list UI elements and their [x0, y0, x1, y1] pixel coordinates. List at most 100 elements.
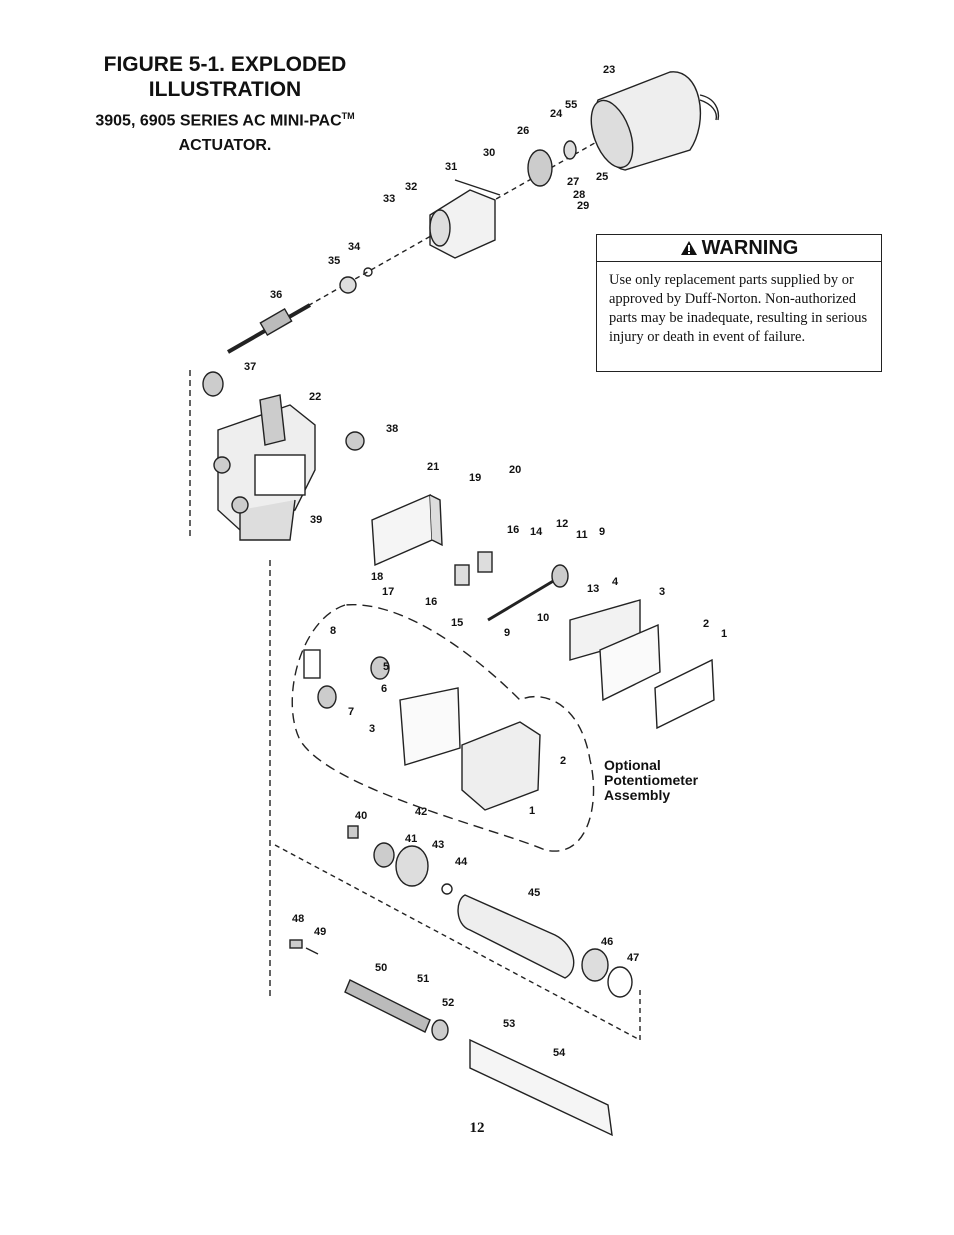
- callout-54: 54: [553, 1047, 566, 1059]
- callout-5: 5: [383, 661, 389, 673]
- screw-part-48: [289, 939, 303, 949]
- figure-title: FIGURE 5-1. EXPLODED ILLUSTRATION 3905, …: [60, 52, 390, 157]
- gear-part-7: [317, 685, 337, 709]
- warning-header: WARNING: [597, 235, 881, 262]
- callout-48: 48: [292, 913, 304, 925]
- gear-part-43: [395, 845, 429, 887]
- bearing-part-46: [581, 948, 609, 982]
- callout-31: 31: [445, 161, 457, 173]
- callout-2: 2: [703, 618, 709, 630]
- callout-52: 52: [442, 997, 454, 1009]
- callout-34: 34: [348, 241, 361, 253]
- optional-label-line-2: Potentiometer: [604, 772, 699, 788]
- ring-part-34: [363, 267, 373, 277]
- callout-labels: 2355242630312527282932333435363722382119…: [244, 64, 727, 1059]
- gear-housing-part: [213, 394, 316, 541]
- callout-36: 36: [270, 289, 282, 301]
- pot-cover-part-2: [461, 721, 541, 811]
- gear-part-5: [370, 656, 390, 680]
- title-line-2: ILLUSTRATION: [148, 78, 302, 101]
- callout-38: 38: [386, 423, 398, 435]
- callout-51: 51: [417, 973, 429, 985]
- switch-part-16b: [477, 551, 493, 573]
- outer-tube-part-45: [457, 894, 575, 979]
- coupling-part: [527, 140, 577, 187]
- cover-gasket-part-3: [599, 623, 661, 702]
- callout-32: 32: [405, 181, 417, 193]
- motor-part: [590, 71, 720, 171]
- callout-1: 1: [529, 805, 535, 817]
- callout-24: 24: [550, 108, 563, 120]
- callout-20: 20: [509, 464, 521, 476]
- optional-label-line-1: Optional: [604, 757, 661, 773]
- page-number: 12: [469, 1120, 485, 1136]
- callout-9: 9: [504, 627, 510, 639]
- callout-9: 9: [599, 526, 605, 538]
- callout-37: 37: [244, 361, 256, 373]
- bracket-part-8: [303, 649, 321, 679]
- optional-label-line-3: Assembly: [604, 787, 670, 803]
- cam-shaft-part: [487, 578, 556, 622]
- callout-2: 2: [560, 755, 566, 767]
- title-line-1: FIGURE 5-1. EXPLODED: [103, 53, 347, 76]
- callout-23: 23: [603, 64, 615, 76]
- callout-11: 11: [576, 529, 588, 541]
- callout-39: 39: [310, 514, 322, 526]
- callout-49: 49: [314, 926, 326, 938]
- callout-28: 28: [573, 189, 585, 201]
- bearing-part-38: [345, 431, 365, 451]
- washer-part-44: [441, 883, 453, 895]
- warning-heading: WARNING: [701, 236, 799, 259]
- callout-16: 16: [425, 596, 437, 608]
- callout-4: 4: [612, 576, 619, 588]
- callout-6: 6: [381, 683, 387, 695]
- title-line-3: 3905, 6905 SERIES AC MINI-PACTM: [95, 111, 355, 130]
- callout-44: 44: [455, 856, 468, 868]
- warning-box: WARNING Use only replacement parts suppl…: [596, 234, 882, 372]
- key-part-40: [347, 825, 359, 839]
- title-line-4: ACTUATOR.: [178, 137, 272, 155]
- worm-shaft-part: [227, 303, 311, 354]
- callout-26: 26: [517, 125, 529, 137]
- switch-part-16a: [454, 564, 470, 586]
- callout-22: 22: [309, 391, 321, 403]
- callout-1: 1: [721, 628, 727, 640]
- callout-29: 29: [577, 200, 589, 212]
- cover-plate-part-2: [654, 658, 715, 730]
- callout-16: 16: [507, 524, 519, 536]
- callout-17: 17: [382, 586, 394, 598]
- callout-13: 13: [587, 583, 599, 595]
- callout-41: 41: [405, 833, 417, 845]
- pot-gasket-part-3: [399, 687, 461, 766]
- callout-25: 25: [596, 171, 608, 183]
- optional-assembly-outline: [291, 604, 595, 852]
- gear-part-13: [551, 564, 569, 588]
- bearing-part-41: [373, 842, 395, 868]
- callout-15: 15: [451, 617, 463, 629]
- adapter-housing-part: [429, 179, 501, 259]
- nut-part-52: [431, 1019, 449, 1041]
- trademark-mark: TM: [341, 111, 355, 121]
- callout-3: 3: [369, 723, 375, 735]
- callout-55: 55: [565, 99, 577, 111]
- pin-part-49: [305, 947, 319, 955]
- warning-triangle-icon: [680, 241, 697, 255]
- callout-27: 27: [567, 176, 579, 188]
- callout-3: 3: [659, 586, 665, 598]
- callout-35: 35: [328, 255, 340, 267]
- axis-line-lower: [274, 844, 641, 1041]
- callout-33: 33: [383, 193, 395, 205]
- callout-42: 42: [415, 806, 427, 818]
- callout-8: 8: [330, 625, 336, 637]
- callout-30: 30: [483, 147, 495, 159]
- callout-7: 7: [348, 706, 354, 718]
- callout-18: 18: [371, 571, 383, 583]
- inner-tube-part-54: [469, 1038, 613, 1137]
- callout-10: 10: [537, 612, 549, 624]
- switch-bracket-part: [371, 493, 443, 567]
- callout-19: 19: [469, 472, 481, 484]
- callout-21: 21: [427, 461, 439, 473]
- callout-53: 53: [503, 1018, 515, 1030]
- warning-text: Use only replacement parts supplied by o…: [609, 272, 868, 345]
